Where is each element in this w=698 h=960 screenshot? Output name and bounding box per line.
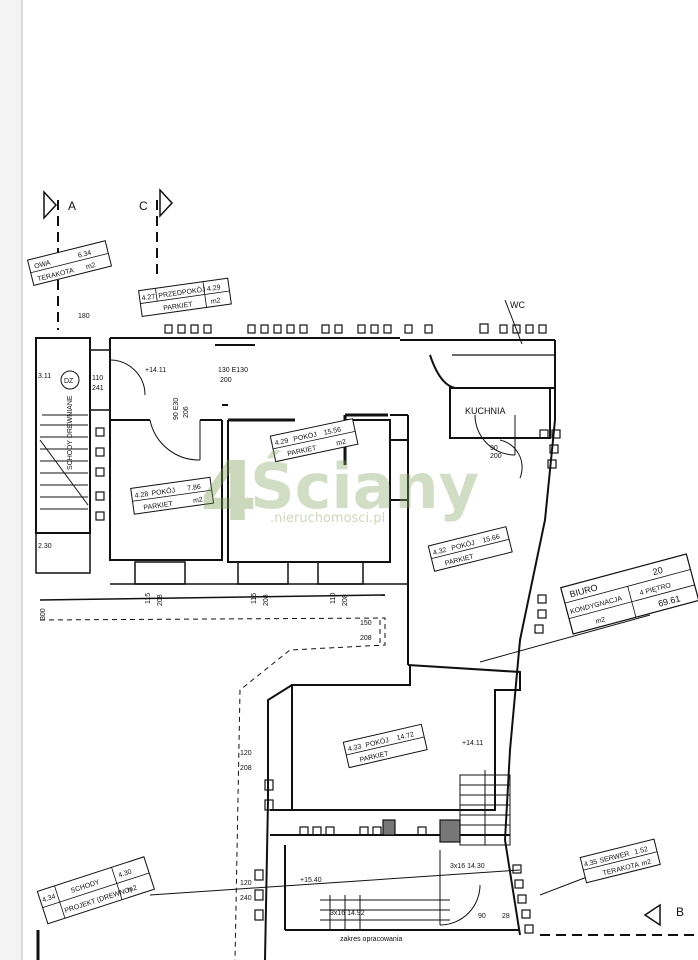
- svg-text:180: 180: [78, 313, 90, 320]
- svg-text:208: 208: [360, 635, 372, 642]
- svg-text:m2: m2: [193, 497, 204, 505]
- svg-text:6.34: 6.34: [77, 250, 92, 260]
- label-dz: DZ: [64, 378, 74, 385]
- svg-text:m2: m2: [210, 297, 221, 305]
- summary-box: BIURO 20 KONDYGNACJA 4 PIĘTRO m2 69.61: [560, 553, 698, 635]
- lower-block: [264, 664, 521, 960]
- section-label-a: A: [68, 199, 76, 213]
- svg-text:208: 208: [240, 765, 252, 772]
- svg-text:m2: m2: [641, 859, 652, 868]
- svg-text:110: 110: [330, 593, 337, 604]
- wall-top: [110, 323, 555, 341]
- svg-text:m2: m2: [127, 885, 139, 895]
- svg-text:4.30: 4.30: [118, 868, 133, 879]
- summary-sheet: 20: [652, 565, 664, 577]
- windows-lower: [254, 779, 461, 921]
- svg-text:OWA: OWA: [34, 260, 52, 271]
- kitchen-wc: [429, 299, 556, 439]
- svg-text:m2: m2: [595, 616, 606, 625]
- svg-text:28: 28: [502, 913, 510, 920]
- room-tag-pokoj-433: 4.33 POKÓJ 14.72 PARKIET: [342, 723, 428, 769]
- svg-text:m2: m2: [85, 262, 96, 271]
- svg-text:208: 208: [157, 594, 164, 606]
- stairs-lower: [320, 770, 511, 930]
- svg-text:110: 110: [92, 375, 103, 382]
- svg-text:120: 120: [240, 880, 252, 887]
- svg-text:120: 120: [240, 750, 252, 757]
- level-3: +14.11: [462, 740, 483, 747]
- svg-text:3x16 14.92: 3x16 14.92: [330, 910, 365, 917]
- svg-text:115: 115: [145, 593, 152, 604]
- level-1: +14.11: [145, 367, 166, 374]
- section-label-c: C: [139, 199, 148, 213]
- svg-text:15.66: 15.66: [482, 534, 501, 545]
- room-tag-pokoj-432: 4.32 POKÓJ 15.66 PARKIET: [427, 526, 513, 572]
- room-tag-serwer: 4.35 SERWER 1.52 TERAKOTA m2: [579, 838, 661, 884]
- svg-text:14.72: 14.72: [396, 731, 415, 742]
- svg-text:4.35: 4.35: [583, 859, 598, 869]
- svg-text:PARKIET: PARKIET: [143, 501, 174, 512]
- label-kuchnia: KUCHNIA: [465, 406, 506, 416]
- room-tag-schody: 4.34 SCHODY 4.30 PROJEKT (DREWNO) m2: [36, 856, 156, 925]
- scan-margin: [0, 0, 22, 960]
- svg-text:208: 208: [342, 594, 349, 606]
- svg-text:Ściany: Ściany: [250, 450, 479, 523]
- section-label-b: B: [676, 905, 684, 919]
- section-marker-c: C: [139, 188, 174, 280]
- svg-text:15.56: 15.56: [323, 426, 342, 437]
- label-stair: SCHODY DREWNIANE: [67, 395, 74, 470]
- svg-text:4.28: 4.28: [134, 491, 149, 500]
- svg-text:3x16 14.30: 3x16 14.30: [450, 863, 485, 870]
- svg-text:4.27: 4.27: [141, 293, 156, 302]
- svg-text:4.34: 4.34: [41, 893, 56, 904]
- svg-text:200: 200: [220, 377, 232, 384]
- svg-text:206: 206: [183, 406, 190, 418]
- svg-text:208: 208: [263, 594, 270, 606]
- section-marker-b: B: [540, 903, 698, 936]
- svg-text:m2: m2: [336, 439, 347, 448]
- dashed-outline: [39, 617, 386, 960]
- svg-text:90: 90: [478, 913, 486, 920]
- room-tag-hall: OWA 6.34 TERAKOTA m2: [26, 240, 113, 286]
- svg-text:.nieruchomosci.pl: .nieruchomosci.pl: [270, 511, 385, 526]
- leader-line-2: [149, 869, 521, 896]
- window-bays: [39, 561, 408, 601]
- room-tag-pokoj-429: 4.29 POKÓJ 15.56 PARKIET m2: [269, 418, 359, 463]
- windows-right: [512, 429, 561, 934]
- label-zakres: zakres opracowania: [340, 936, 402, 943]
- room-tag-przedpokoj: 4.27 PRZEDPOKÓJ 4.29 PARKIET m2: [138, 277, 232, 318]
- svg-text:240: 240: [240, 895, 252, 902]
- level-left: 3.11: [38, 373, 51, 380]
- svg-text:300: 300: [40, 608, 47, 620]
- door-swings: [109, 359, 523, 479]
- svg-text:4.29: 4.29: [274, 438, 289, 448]
- level-4: +15.40: [300, 877, 322, 884]
- leader-line: [479, 614, 651, 663]
- svg-text:90: 90: [490, 445, 498, 452]
- stairwell-left: DZ SCHODY DREWNIANE 3.11 2.30 110 241: [35, 337, 111, 574]
- watermark-logo: 4 Ściany .nieruchomosci.pl: [200, 445, 479, 540]
- label-wc: WC: [510, 300, 525, 310]
- svg-text:4.33: 4.33: [347, 743, 362, 753]
- svg-text:4: 4: [200, 445, 257, 540]
- svg-text:241: 241: [92, 385, 104, 392]
- svg-text:4.29: 4.29: [207, 284, 222, 293]
- svg-text:150: 150: [360, 620, 372, 627]
- svg-text:90 E30: 90 E30: [173, 398, 180, 420]
- level-low: 2.30: [38, 543, 52, 550]
- svg-text:200: 200: [490, 453, 502, 460]
- svg-text:4.32: 4.32: [432, 547, 447, 557]
- svg-text:PARKIET: PARKIET: [163, 301, 194, 312]
- interior-walls: [109, 338, 409, 665]
- svg-text:1.52: 1.52: [634, 846, 649, 856]
- svg-text:115: 115: [251, 593, 258, 604]
- svg-text:7.86: 7.86: [187, 484, 202, 493]
- svg-text:130 E130: 130 E130: [218, 367, 248, 374]
- room-tag-pokoj-428: 4.28 POKÓJ 7.86 PARKIET m2: [130, 476, 215, 515]
- windows-left: [95, 427, 105, 521]
- wall-right: [503, 419, 556, 936]
